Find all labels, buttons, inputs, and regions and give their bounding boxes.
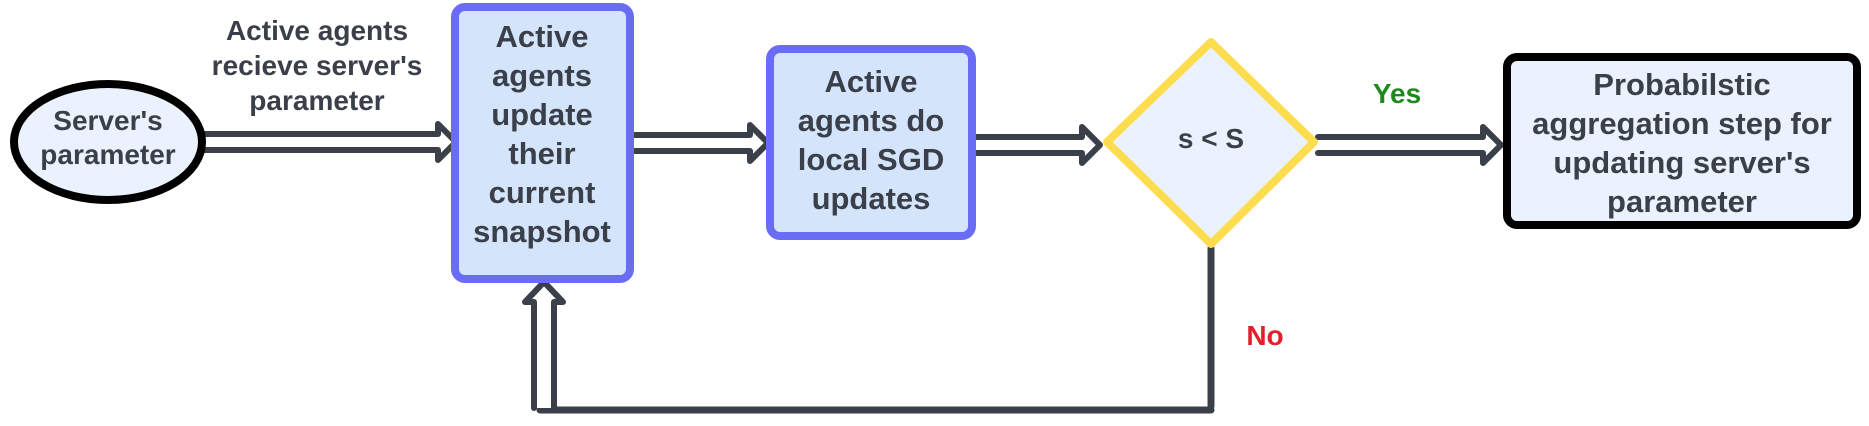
node-server-line-2: parameter — [40, 139, 176, 170]
node-local-sgd: Active agents do local SGD updates — [766, 45, 976, 240]
node-snapshot-line-2: agents — [492, 58, 592, 93]
arrow-sgd-to-decision — [973, 124, 1103, 166]
node-snapshot-line-1: Active — [495, 19, 588, 54]
node-aggregation-line-2: aggregation step for — [1532, 106, 1832, 141]
node-snapshot-line-5: current — [489, 175, 596, 210]
node-aggregation: Probabilstic aggregation step for updati… — [1503, 53, 1861, 229]
node-decision: s < S — [1103, 38, 1318, 248]
node-update-snapshot: Active agents update their current snaps… — [451, 3, 634, 283]
edge-label-yes: Yes — [1373, 78, 1421, 109]
node-snapshot-line-6: snapshot — [473, 214, 611, 249]
edge-receive-line-1: Active agents — [226, 15, 408, 46]
node-snapshot-line-3: update — [491, 97, 593, 132]
node-server-line-1: Server's — [53, 105, 162, 136]
node-sgd-line-1: Active — [824, 64, 917, 99]
edge-receive-line-3: parameter — [249, 85, 385, 116]
edge-receive-line-2: recieve server's — [212, 50, 423, 81]
arrow-server-to-snapshot — [202, 121, 459, 163]
arrow-decision-to-aggregation — [1315, 124, 1504, 166]
node-aggregation-line-3: updating server's — [1553, 145, 1810, 180]
node-server-parameter: Server's parameter — [10, 80, 206, 204]
node-sgd-line-4: updates — [812, 181, 931, 216]
node-sgd-line-3: local SGD — [798, 142, 944, 177]
edge-label-no: No — [1246, 320, 1283, 351]
node-sgd-line-2: agents do — [798, 103, 944, 138]
node-aggregation-line-1: Probabilstic — [1593, 67, 1770, 102]
edge-label-receive: Active agents recieve server's parameter — [212, 15, 423, 116]
node-aggregation-line-4: parameter — [1607, 184, 1757, 219]
arrow-snapshot-to-sgd — [630, 122, 771, 164]
node-snapshot-line-4: their — [508, 136, 575, 171]
node-decision-label: s < S — [1178, 123, 1244, 154]
